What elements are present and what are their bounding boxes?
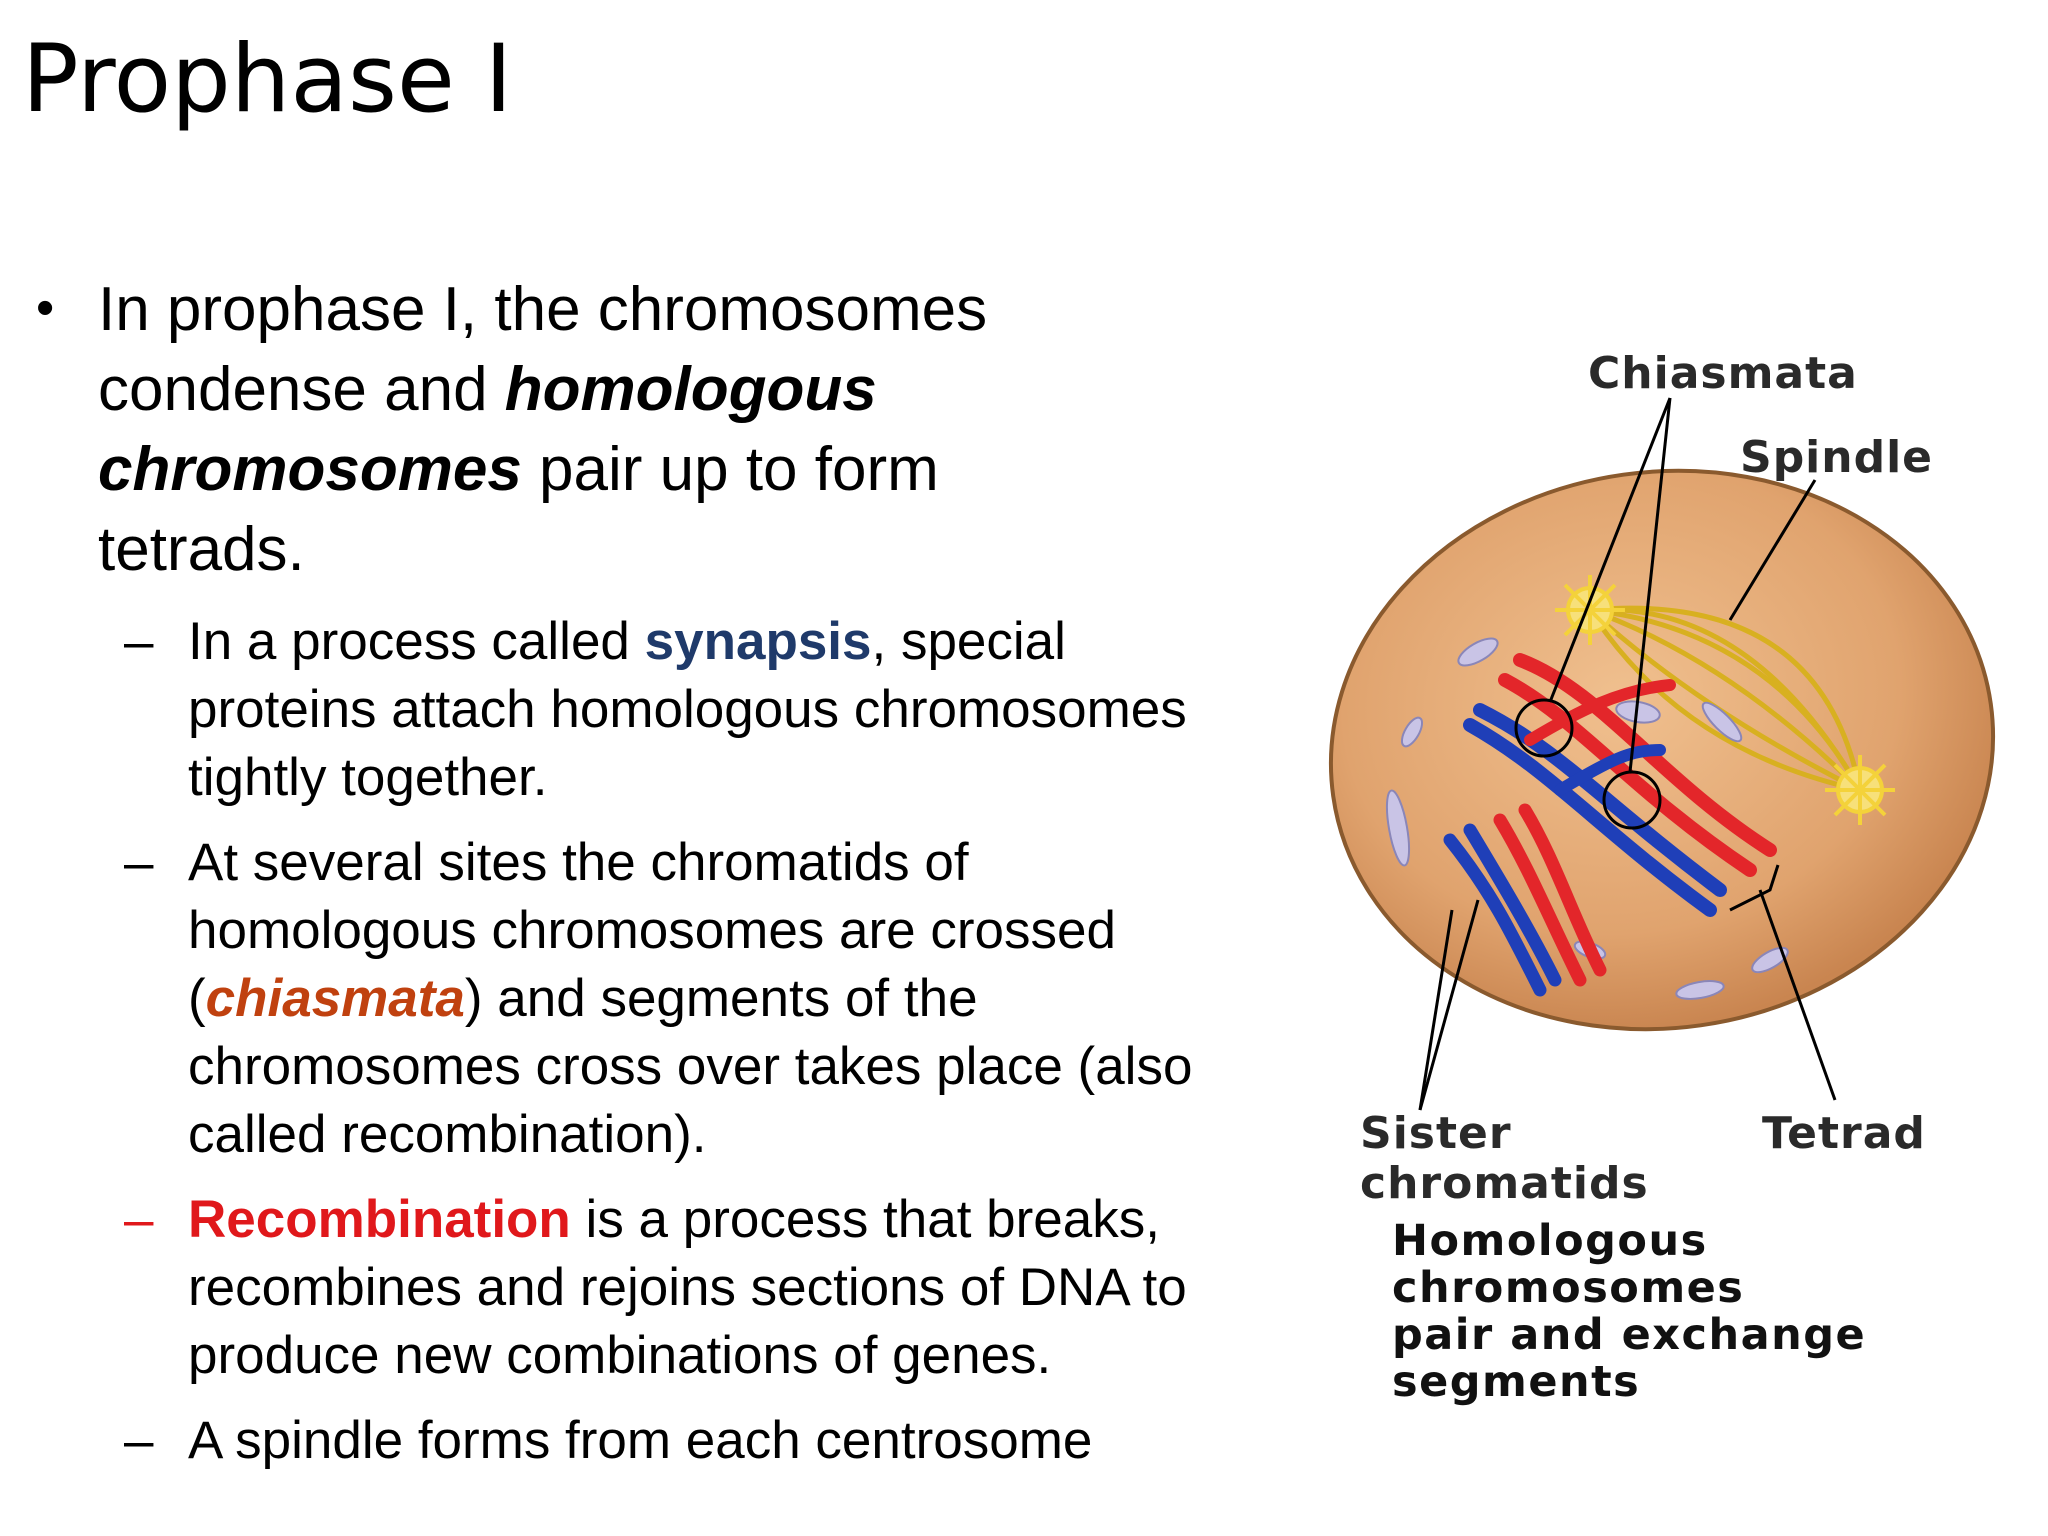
sister-chromatids-label-line2: chromatids — [1360, 1158, 1649, 1209]
dash-icon: – — [124, 612, 154, 671]
main-bullet-text-pre: In prophase I, the chromosomes condense … — [98, 275, 988, 424]
chiasmata-label: Chiasmata — [1588, 348, 1858, 399]
cell-illustration — [1328, 397, 1996, 1111]
chiasma-circle — [1602, 770, 1662, 830]
bullet-dot-icon: • — [36, 279, 55, 337]
tetrad-label: Tetrad — [1762, 1108, 1926, 1159]
main-bullet: • In prophase I, the chromosomes condens… — [22, 270, 1128, 590]
dash-icon: – — [124, 833, 154, 892]
homologous-chromosomes-term: homologous chromosomes — [98, 355, 877, 504]
spindle-label: Spindle — [1740, 432, 1934, 483]
tetrad-bracket — [1729, 864, 1780, 912]
sub-bullet-text: A spindle forms from each centrosome — [188, 1411, 1093, 1470]
caption-line: chromosomes — [1392, 1263, 1745, 1313]
sub-bullet-recombination: – Recombination is a process that breaks… — [22, 1186, 1252, 1390]
synapsis-term: synapsis — [644, 612, 872, 671]
centrosome-right — [1825, 755, 1895, 825]
sub-bullet-spindle: – A spindle forms from each centrosome — [22, 1407, 1252, 1475]
sub-bullet-text-post: ) and segments of the chromosomes cross … — [188, 969, 1193, 1164]
sub-bullet-chiasmata: – At several sites the chromatids of hom… — [22, 829, 1252, 1169]
sub-bullet-text-pre: At several sites the chromatids of homol… — [188, 833, 1116, 1028]
centrosome-left — [1555, 575, 1625, 645]
prophase-figure: Chiasmata Spindle Sister chromatids Tetr… — [1300, 330, 2000, 1460]
sub-bullet-text-pre: In a process called — [188, 612, 645, 671]
sister-chromatids-label-line1: Sister — [1360, 1108, 1512, 1159]
caption-line: Homologous — [1392, 1216, 1708, 1266]
main-bullet-text-post: pair up to form tetrads. — [98, 435, 939, 584]
sub-bullet-list: – In a process called synapsis, special … — [22, 608, 1252, 1475]
caption-line: pair and exchange — [1392, 1310, 1867, 1360]
lower-tetrad — [1443, 803, 1607, 997]
nuclear-envelope-fragments — [1385, 637, 1789, 1000]
sub-bullet-synapsis: – In a process called synapsis, special … — [22, 608, 1252, 812]
recombination-term: Recombination — [188, 1190, 571, 1249]
slide-title: Prophase I — [22, 25, 513, 134]
dash-icon: – — [124, 1190, 154, 1249]
dash-icon: – — [124, 1411, 154, 1470]
bullet-list: • In prophase I, the chromosomes condens… — [22, 270, 1252, 1492]
sub-bullet-text-post: , special proteins attach homologous chr… — [188, 612, 1187, 807]
figure-caption: Homologous chromosomes pair and exchange… — [1392, 1218, 1992, 1406]
caption-line: segments — [1392, 1357, 1641, 1407]
chiasmata-term: chiasmata — [205, 969, 465, 1028]
spindle-fibers — [1587, 605, 1863, 793]
leader-lines — [1418, 397, 1837, 1111]
sub-bullet-text-post: is a process that breaks, recombines and… — [188, 1190, 1187, 1385]
chiasma-circle — [1514, 698, 1574, 758]
